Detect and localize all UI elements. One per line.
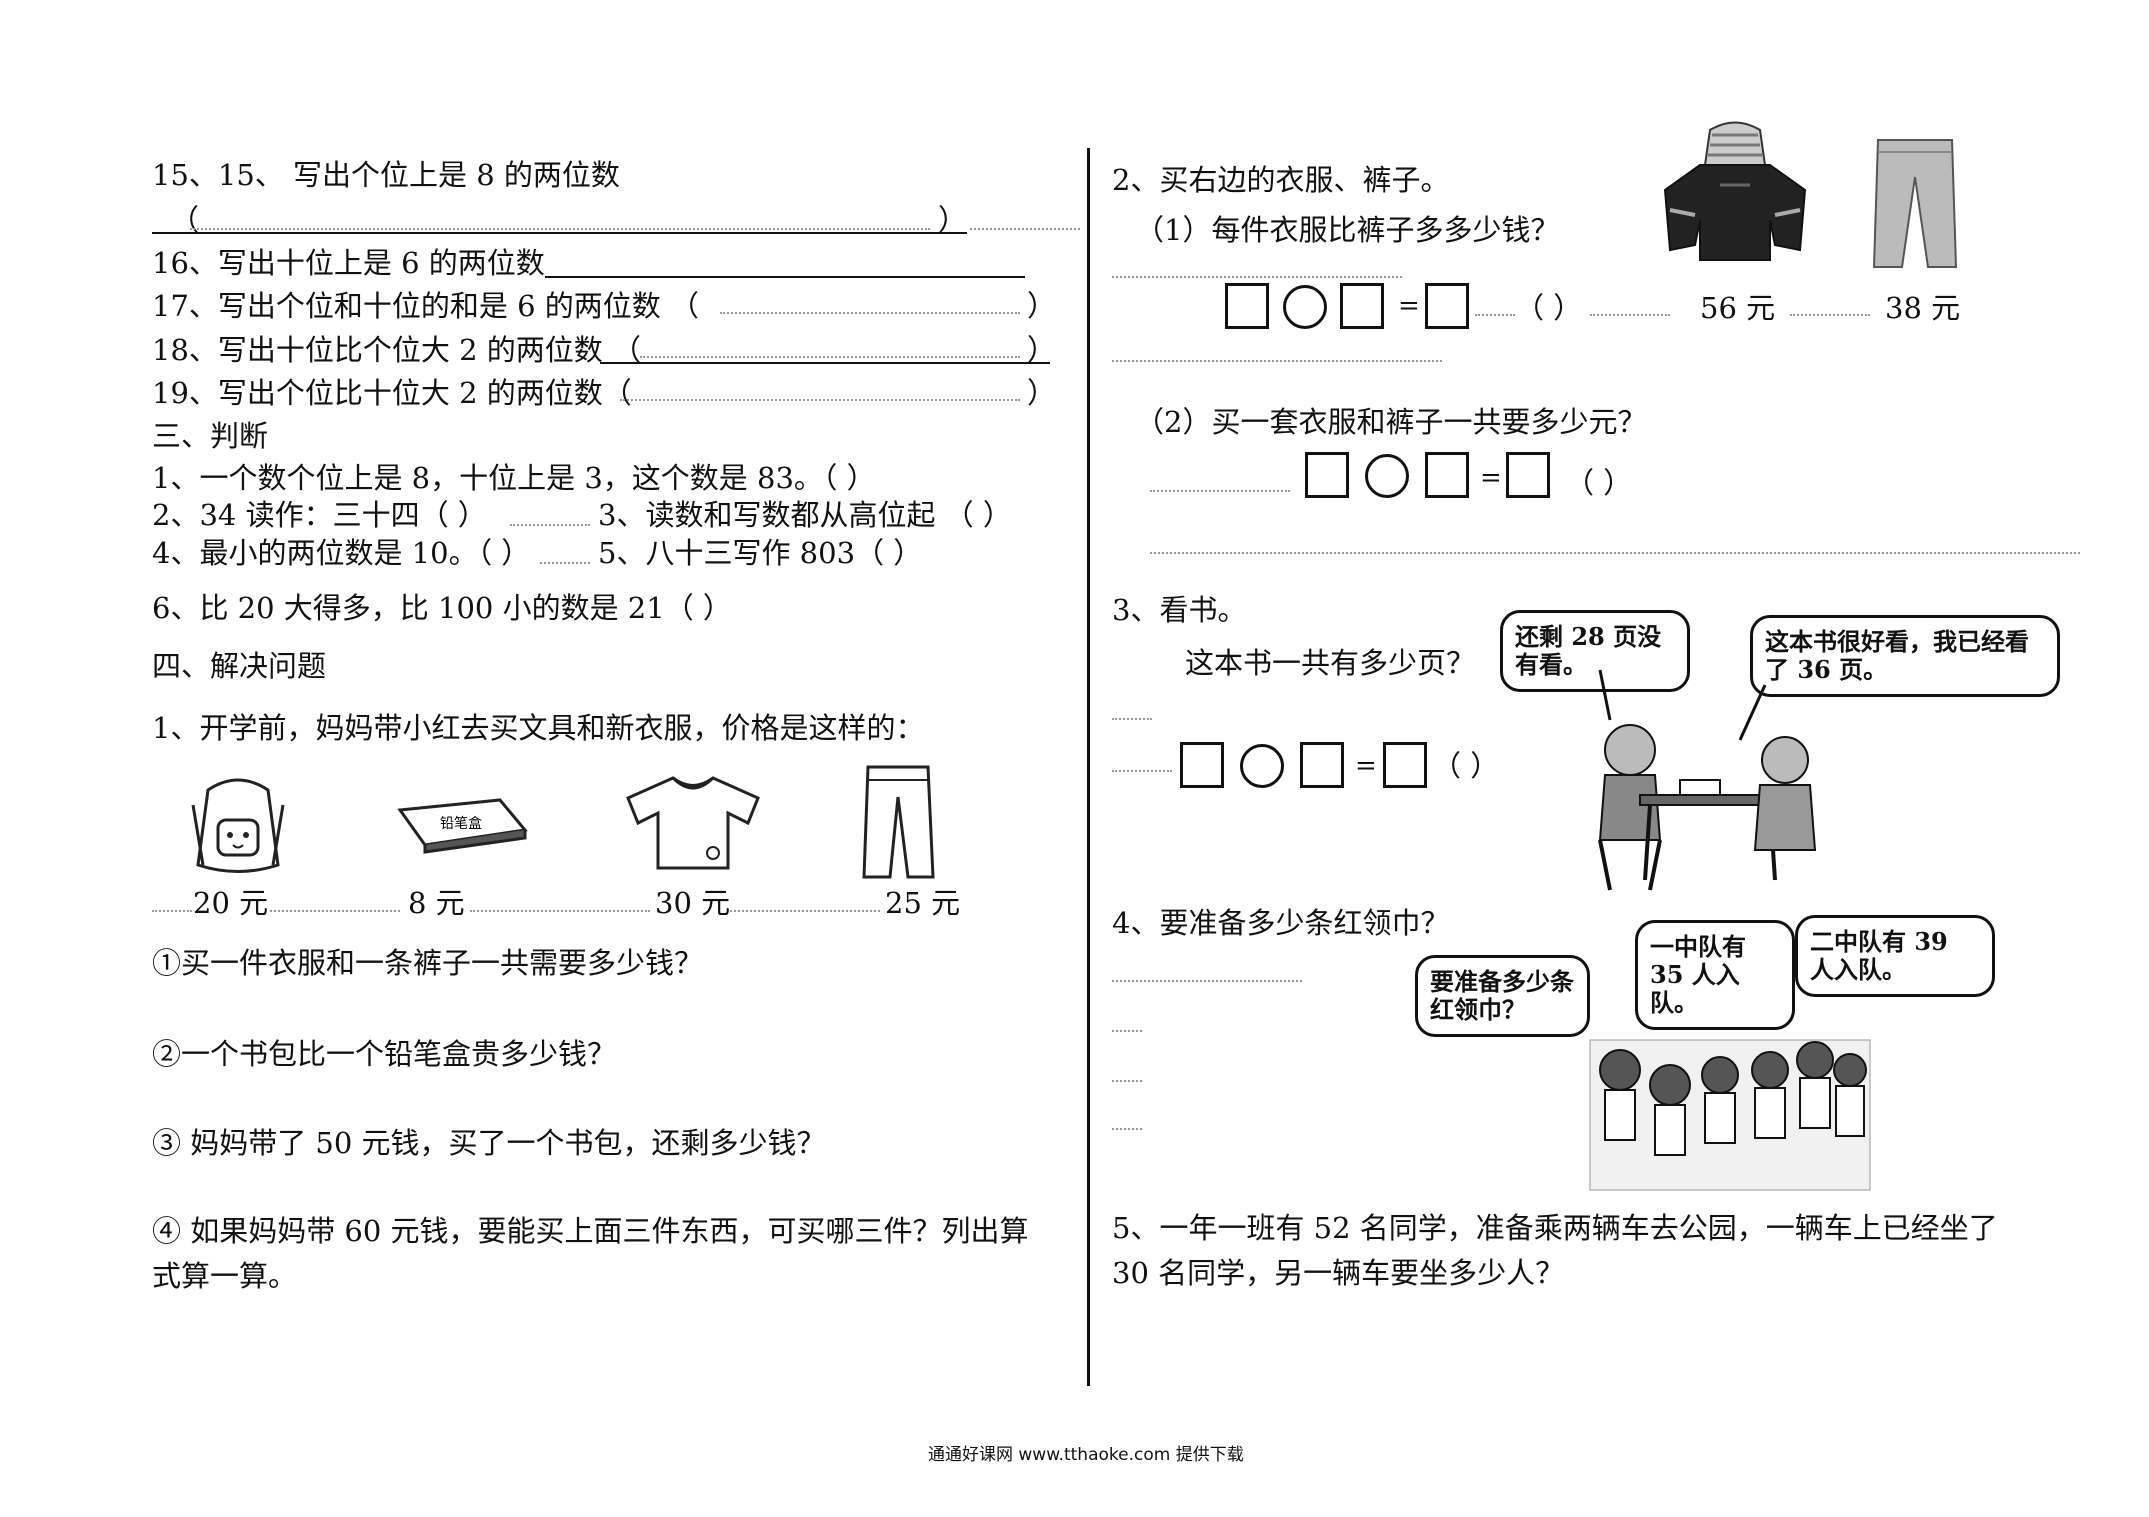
speech-bubble-question: 要准备多少条红领巾？ [1415,955,1590,1037]
judge-5: 5、八十三写作 803（ ） [598,536,923,570]
judge-4: 4、最小的两位数是 10。（ ） [152,536,531,570]
answer-box[interactable] [1340,283,1384,329]
pants-icon [862,765,935,879]
answer-box[interactable] [1305,452,1349,498]
pants-price: 38 元 [1885,291,1961,325]
speech-bubble-team-1: 一中队有 35 人入队。 [1635,920,1795,1030]
equals-sign: = [1398,291,1420,321]
price-pencil-box: 8 元 [408,886,465,920]
q19-close: ） [1027,376,1057,410]
operator-circle[interactable] [1240,744,1284,788]
speech-bubble-team-2: 二中队有 39 人入队。 [1795,915,1995,997]
sub-question-1: ①买一件衣服和一条裤子一共需要多少钱？ [152,946,704,980]
q15: 15、15、 写出个位上是 8 的两位数 [152,158,620,192]
q2-title: 2、买右边的衣服、裤子。 [1112,163,1450,197]
jacket-price: 56 元 [1700,291,1776,325]
q3-title: 3、看书。 [1112,593,1247,627]
q18-close: ） [1027,333,1057,367]
judge-1: 1、一个数个位上是 8，十位上是 3，这个数是 83。（ ） [152,461,876,495]
judge-2: 2、34 读作：三十四（ ） [152,498,487,532]
q18: 18、写出十位比个位大 2 的两位数 （ [152,333,642,367]
problem-1: 1、开学前，妈妈带小红去买文具和新衣服，价格是这样的： [152,711,925,745]
column-divider [1087,148,1090,1386]
pencil-box-icon: 铅笔盒 [397,798,528,854]
equals-sign: = [1355,751,1377,781]
q2-part-2: （2）买一套衣服和裤子一共要多少元？ [1135,405,1647,439]
q15-paren-open: （ [170,203,200,237]
children-reading-illustration [1598,669,1817,891]
backpack-icon [191,778,285,873]
judge-6: 6、比 20 大得多，比 100 小的数是 21（ ） [152,591,732,625]
q19: 19、写出个位比十位大 2 的两位数（ [152,376,632,410]
unit-paren: （ ） [1515,291,1583,325]
children-group-illustration [1589,1039,1871,1191]
price-backpack: 20 元 [193,886,269,920]
unit-paren: （ ） [1565,466,1633,500]
operator-circle[interactable] [1283,285,1327,329]
grey-pants-icon [1872,139,1958,268]
q5-line-1: 5、一年一班有 52 名同学，准备乘两辆车去公园，一辆车上已经坐了 [1112,1211,1998,1245]
q16: 16、写出十位上是 6 的两位数 [152,246,545,280]
answer-box[interactable] [1425,283,1469,329]
answer-box[interactable] [1425,452,1469,498]
pencil-box-label: 铅笔盒 [440,815,482,832]
sub-question-3: ③ 妈妈带了 50 元钱，买了一个书包，还剩多少钱？ [152,1126,826,1160]
q4-title: 4、要准备多少条红领巾？ [1112,906,1450,940]
sub-question-2: ②一个书包比一个铅笔盒贵多少钱？ [152,1037,617,1071]
answer-box[interactable] [1300,742,1344,788]
equals-sign: = [1480,463,1502,493]
q2-part-1: （1）每件衣服比裤子多多少钱？ [1135,213,1560,247]
q15-paren-close: ） [938,203,968,237]
footer-text: 通通好课网 www.tthaoke.com 提供下载 [928,1445,1244,1465]
answer-box[interactable] [1506,452,1550,498]
judge-3: 3、读数和写数都从高位起 （ ） [598,498,1012,532]
price-sweater: 30 元 [655,886,731,920]
section-3-title: 三、判断 [152,419,269,453]
price-pants: 25 元 [885,886,961,920]
answer-box[interactable] [1225,283,1269,329]
speech-bubble-left: 还剩 28 页没有看。 [1500,610,1690,692]
answer-box[interactable] [1383,742,1427,788]
section-4-title: 四、解决问题 [152,649,327,683]
speech-bubble-right: 这本书很好看，我已经看了 36 页。 [1750,615,2060,697]
q5-line-2: 30 名同学，另一辆车要坐多少人？ [1112,1256,1565,1290]
q17: 17、写出个位和十位的和是 6 的两位数 （ [152,289,700,323]
q3-question: 这本书一共有多少页？ [1185,646,1476,680]
unit-paren: （ ） [1432,749,1500,783]
sweater-icon [626,776,760,870]
answer-box[interactable] [1180,742,1224,788]
sub-question-4-line-1: ④ 如果妈妈带 60 元钱，要能买上面三件东西，可买哪三件？列出算 [152,1214,1029,1248]
jacket-icon [1663,121,1807,261]
sub-question-4-line-2: 式算一算。 [152,1259,298,1293]
q17-close: ） [1027,289,1057,323]
operator-circle[interactable] [1365,454,1409,498]
